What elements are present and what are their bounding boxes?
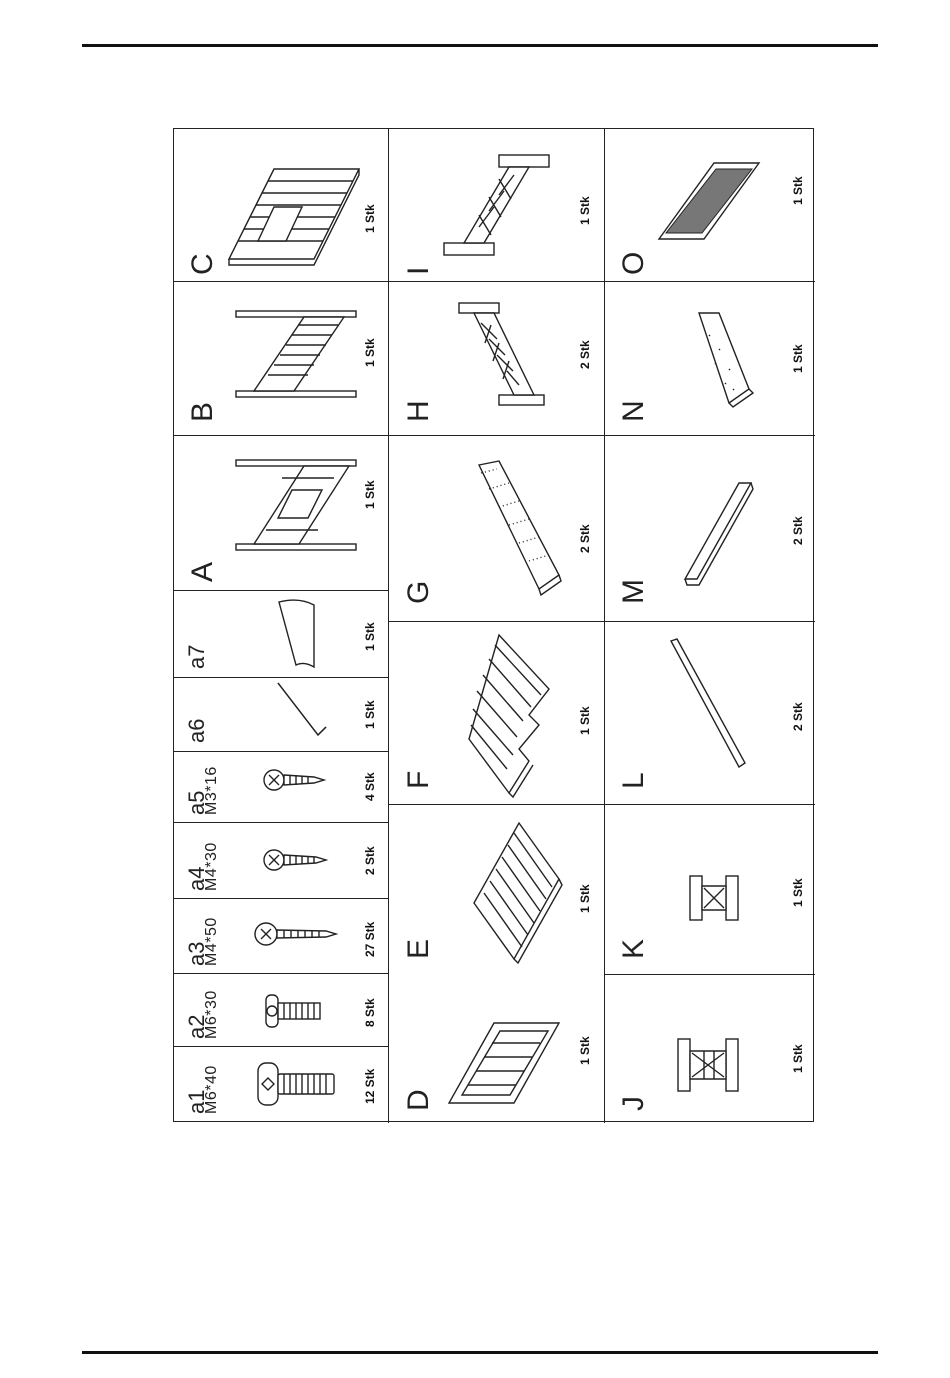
part-n-illustration bbox=[689, 309, 759, 409]
part-spec: M6*40 bbox=[204, 1065, 220, 1114]
part-qty: 2 Stk bbox=[792, 702, 804, 731]
part-code: B bbox=[188, 402, 218, 422]
part-code: M bbox=[619, 579, 649, 604]
part-spec: M4*30 bbox=[204, 842, 220, 891]
part-code: O bbox=[619, 252, 649, 275]
row-divider bbox=[604, 804, 815, 805]
part-qty: 2 Stk bbox=[579, 524, 591, 553]
part-code: F bbox=[404, 771, 434, 789]
row-divider bbox=[174, 898, 388, 899]
part-code: A bbox=[188, 562, 218, 582]
row-divider bbox=[174, 973, 388, 974]
part-a7-illustration bbox=[274, 597, 324, 672]
part-qty: 1 Stk bbox=[364, 338, 376, 367]
hex-key-illustration bbox=[274, 679, 334, 749]
part-qty: 2 Stk bbox=[792, 516, 804, 545]
row-divider bbox=[174, 590, 388, 591]
part-qty: 12 Stk bbox=[364, 1069, 376, 1104]
row-divider bbox=[604, 621, 815, 622]
part-code: a6 bbox=[186, 719, 208, 743]
part-k-illustration bbox=[686, 874, 746, 924]
part-qty: 1 Stk bbox=[579, 884, 591, 913]
part-spec: M3*16 bbox=[204, 766, 220, 815]
part-qty: 27 Stk bbox=[364, 922, 376, 957]
part-qty: 1 Stk bbox=[792, 344, 804, 373]
part-spec: M6*30 bbox=[204, 990, 220, 1039]
part-code: I bbox=[404, 267, 434, 275]
part-code: K bbox=[619, 939, 649, 959]
bolt-a2-illustration bbox=[262, 991, 332, 1031]
part-qty: 1 Stk bbox=[792, 1044, 804, 1073]
part-qty: 1 Stk bbox=[364, 700, 376, 729]
part-code: L bbox=[619, 772, 649, 789]
screw-a3-illustration bbox=[254, 919, 344, 949]
row-divider bbox=[388, 804, 604, 805]
row-divider bbox=[388, 281, 604, 282]
part-d-illustration bbox=[444, 1019, 564, 1109]
part-g-illustration bbox=[459, 459, 569, 599]
part-qty: 1 Stk bbox=[364, 204, 376, 233]
part-code: H bbox=[404, 400, 434, 422]
part-i-illustration bbox=[439, 151, 559, 266]
part-code: D bbox=[404, 1089, 434, 1111]
row-divider bbox=[174, 822, 388, 823]
part-a-illustration bbox=[234, 454, 364, 564]
parts-list-table: C 1 Stk B 1 Stk A 1 Stk a7 1 Stk a6 1 St… bbox=[173, 128, 814, 1122]
part-l-illustration bbox=[669, 637, 749, 772]
part-qty: 2 Stk bbox=[579, 340, 591, 369]
row-divider bbox=[604, 281, 815, 282]
part-c-illustration bbox=[224, 159, 364, 269]
part-qty: 1 Stk bbox=[579, 706, 591, 735]
row-divider bbox=[174, 435, 388, 436]
part-qty: 4 Stk bbox=[364, 772, 376, 801]
row-divider bbox=[604, 435, 815, 436]
part-qty: 2 Stk bbox=[364, 846, 376, 875]
part-qty: 1 Stk bbox=[579, 196, 591, 225]
row-divider bbox=[174, 281, 388, 282]
screw-a5-illustration bbox=[262, 765, 332, 795]
row-divider bbox=[388, 621, 604, 622]
column-divider bbox=[388, 129, 389, 1123]
part-qty: 1 Stk bbox=[792, 878, 804, 907]
part-b-illustration bbox=[234, 299, 364, 419]
row-divider bbox=[604, 974, 815, 975]
part-h-illustration bbox=[449, 299, 559, 414]
screw-a4-illustration bbox=[262, 845, 332, 875]
part-code: J bbox=[619, 1096, 649, 1111]
part-qty: 1 Stk bbox=[579, 1036, 591, 1065]
part-code: G bbox=[404, 581, 434, 604]
top-rule bbox=[82, 44, 878, 47]
part-m-illustration bbox=[679, 479, 759, 589]
part-spec: M4*50 bbox=[204, 917, 220, 966]
bolt-a1-illustration bbox=[254, 1059, 344, 1109]
part-qty: 8 Stk bbox=[364, 998, 376, 1027]
bottom-rule bbox=[82, 1351, 878, 1354]
part-e-illustration bbox=[464, 819, 564, 964]
row-divider bbox=[174, 751, 388, 752]
part-code: C bbox=[188, 253, 218, 275]
row-divider bbox=[388, 435, 604, 436]
row-divider bbox=[174, 1046, 388, 1047]
part-code: E bbox=[404, 939, 434, 959]
part-o-illustration bbox=[654, 159, 764, 244]
part-qty: 1 Stk bbox=[364, 622, 376, 651]
part-qty: 1 Stk bbox=[364, 480, 376, 509]
part-j-illustration bbox=[674, 1037, 749, 1097]
part-f-illustration bbox=[459, 629, 569, 799]
row-divider bbox=[174, 677, 388, 678]
part-qty: 1 Stk bbox=[792, 176, 804, 205]
part-code: a7 bbox=[186, 645, 208, 669]
part-code: N bbox=[619, 400, 649, 422]
